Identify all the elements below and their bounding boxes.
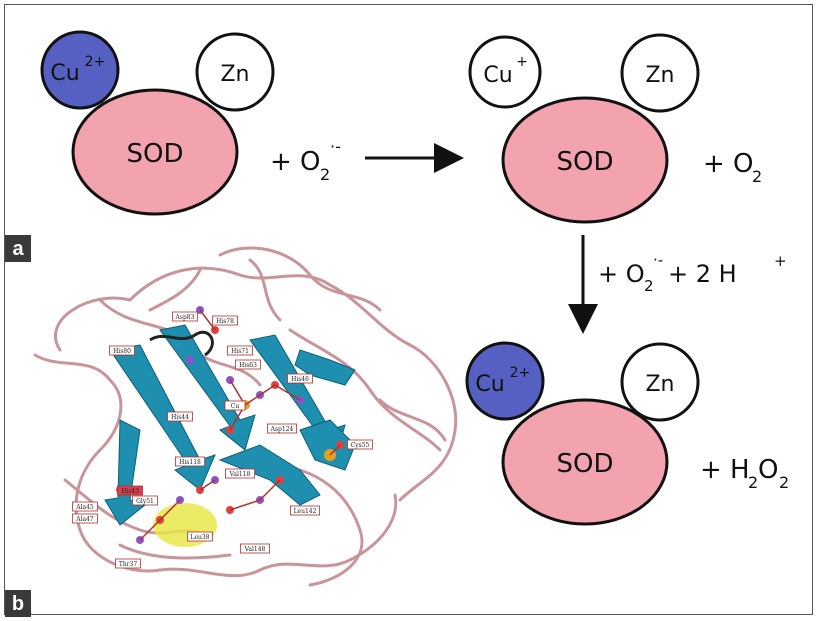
panel-tag-a-box — [5, 235, 31, 262]
residue-label: Cu — [231, 403, 240, 410]
residue-label: His78 — [216, 318, 234, 325]
residue-label: His71 — [231, 348, 249, 355]
cu-charge-3: 2+ — [510, 365, 531, 381]
zn-label-1: Zn — [220, 62, 249, 87]
residue-label: His46 — [291, 376, 309, 383]
cu-charge-2: + — [516, 54, 528, 70]
product1-prefix: + O — [703, 149, 754, 179]
cu-plus-circle-2 — [468, 35, 542, 109]
residue-label: Asp83 — [175, 314, 195, 321]
cu-charge-1: 2+ — [85, 54, 106, 70]
residue-label-box — [72, 501, 98, 512]
residue-label-box — [132, 495, 158, 506]
sod-ellipse-1 — [71, 88, 239, 216]
residue-label: Thr37 — [119, 561, 138, 568]
residue-label: Gly51 — [136, 498, 154, 505]
reactant2-protons: + 2 H — [668, 260, 737, 288]
residue-label-box — [227, 345, 253, 356]
cu2-circle-3 — [465, 341, 545, 421]
residue-label: Cys55 — [351, 442, 370, 449]
residue-label-box — [72, 513, 98, 524]
protein-bonds — [139, 309, 341, 541]
reactant2-sup: ·- — [653, 251, 663, 269]
sod-state-3: SOD Cu 2+ Zn — [465, 341, 700, 526]
reactant2-proton-charge: + — [774, 252, 787, 270]
sod-label-3: SOD — [557, 449, 614, 479]
product2-sub: 2 — [748, 473, 758, 492]
protein-coil — [33, 246, 458, 587]
zn-circle-1 — [195, 32, 275, 112]
panel-tag-b: b — [5, 590, 31, 617]
cu-label-2: Cu — [483, 63, 512, 88]
zn-circle-2 — [620, 33, 700, 113]
residue-label: Val118 — [229, 471, 251, 478]
residue-label: His118 — [179, 459, 201, 466]
cu2-circle-1 — [40, 30, 120, 110]
reactant-superoxide-2: + O 2 ·- + 2 H + — [598, 251, 787, 295]
residue-label: Asp124 — [270, 426, 294, 433]
figure-frame — [4, 4, 813, 615]
product1-sub: 2 — [752, 167, 762, 186]
sod-ellipse-2 — [501, 96, 669, 224]
residue-label-box — [266, 423, 297, 434]
sod-label-2: SOD — [557, 147, 614, 177]
product2-prefix: + H — [700, 455, 750, 485]
cu-label-3: Cu — [475, 372, 504, 397]
residue-label-box — [117, 485, 143, 496]
residue-label: His43 — [121, 488, 139, 495]
panel-tag-a-text: a — [12, 238, 24, 260]
residue-label-box — [224, 468, 255, 479]
residue-label-box — [224, 400, 246, 411]
reactant2-sub: 2 — [644, 277, 654, 295]
residue-label-box — [347, 439, 373, 450]
residue-label-box — [174, 456, 205, 467]
residue-label-box — [172, 311, 198, 322]
sod-label-1: SOD — [127, 139, 184, 169]
residue-label-box — [239, 543, 270, 554]
zn-label-2: Zn — [645, 63, 674, 88]
panel-tag-b-box — [5, 590, 31, 617]
panel-tag-b-text: b — [12, 593, 24, 615]
zn-label-3: Zn — [645, 372, 674, 397]
residue-label: His80 — [113, 348, 131, 355]
residue-label: Ala47 — [75, 516, 94, 523]
residue-label-box — [187, 531, 213, 542]
product-oxygen: + O 2 — [703, 149, 762, 186]
product2-o: O — [758, 455, 778, 485]
cu-label-1: Cu — [50, 61, 79, 86]
product2-sub2: 2 — [779, 473, 789, 492]
reactant1-sub: 2 — [320, 165, 330, 184]
residue-label: Val148 — [244, 546, 266, 553]
residue-label-box — [287, 373, 313, 384]
residue-label-box — [289, 505, 320, 516]
sod-ellipse-3 — [501, 398, 669, 526]
sod-state-1: SOD Zn Cu 2+ — [40, 30, 275, 216]
reactant2-prefix: + O — [598, 260, 645, 288]
residue-label-box — [235, 359, 261, 370]
residue-label: Leu142 — [294, 508, 317, 515]
sod-state-2: SOD Cu + Zn — [468, 33, 700, 224]
residue-label-box — [212, 315, 238, 326]
residue-label-box — [167, 411, 193, 422]
residue-label: His63 — [239, 362, 257, 369]
residue-label: Leu38 — [190, 534, 209, 541]
zn-circle-3 — [620, 342, 700, 422]
reactant1-sup: ·- — [330, 137, 341, 156]
panel-tag-a: a — [5, 235, 31, 262]
reactant-superoxide-1: + O 2 ·- — [270, 137, 341, 184]
reactant1-prefix: + O — [270, 147, 321, 177]
residue-label-box — [115, 558, 141, 569]
residue-label: Ala45 — [75, 504, 94, 511]
product-hydrogen-peroxide: + H 2 O 2 — [700, 455, 789, 492]
protein-helix — [149, 331, 214, 357]
residue-label-box — [109, 345, 135, 356]
residue-label: His44 — [171, 414, 189, 421]
